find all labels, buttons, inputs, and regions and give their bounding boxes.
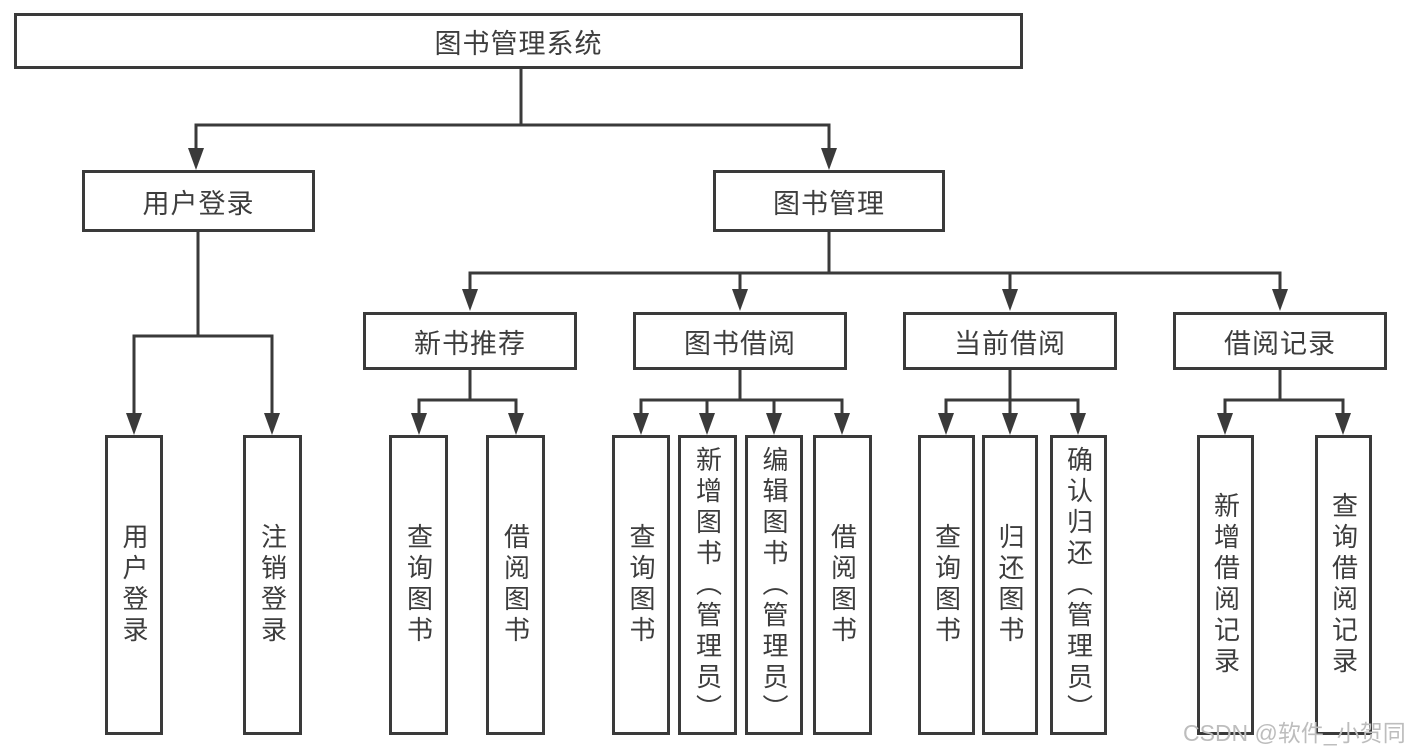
connector-new-book-to-leaves bbox=[417, 370, 518, 415]
arrowhead bbox=[126, 413, 142, 435]
arrowhead bbox=[462, 289, 478, 311]
arrowhead bbox=[1002, 289, 1018, 311]
connector-book-mgmt-to-level3 bbox=[468, 232, 1282, 291]
leaf-query-books-current: 查询图书 bbox=[918, 435, 975, 735]
arrowhead bbox=[1217, 413, 1233, 435]
arrowhead bbox=[633, 413, 649, 435]
arrowhead bbox=[411, 413, 427, 435]
node-book-management-branch: 图书管理 bbox=[713, 170, 945, 232]
leaf-borrow-books: 借阅图书 bbox=[813, 435, 872, 735]
leaf-user-login: 用户登录 bbox=[105, 435, 163, 735]
arrowhead bbox=[508, 413, 524, 435]
connector-borrow-records-to-leaves bbox=[1223, 370, 1345, 415]
leaf-add-borrow-record: 新增借阅记录 bbox=[1197, 435, 1254, 735]
node-new-book-recommend: 新书推荐 bbox=[363, 312, 577, 370]
leaf-logout: 注销登录 bbox=[243, 435, 302, 735]
leaf-confirm-return-admin: 确认归还（管理员） bbox=[1050, 435, 1107, 735]
arrowhead bbox=[1002, 413, 1018, 435]
node-borrow-records: 借阅记录 bbox=[1173, 312, 1387, 370]
leaf-query-borrow-record: 查询借阅记录 bbox=[1315, 435, 1372, 735]
node-book-borrow: 图书借阅 bbox=[633, 312, 847, 370]
arrowhead bbox=[834, 413, 850, 435]
leaf-borrow-books-recommend: 借阅图书 bbox=[486, 435, 545, 735]
leaf-add-books-admin: 新增图书（管理员） bbox=[678, 435, 737, 735]
node-user-login-branch: 用户登录 bbox=[82, 170, 315, 232]
arrowhead bbox=[732, 289, 748, 311]
arrowhead bbox=[1070, 413, 1086, 435]
arrowhead bbox=[1272, 289, 1288, 311]
arrowhead bbox=[1335, 413, 1351, 435]
csdn-watermark: CSDN @软件_小贺同学 bbox=[1183, 720, 1405, 746]
arrowhead bbox=[938, 413, 954, 435]
node-library-management-system: 图书管理系统 bbox=[14, 13, 1023, 69]
leaf-query-books-recommend: 查询图书 bbox=[389, 435, 448, 735]
arrowhead bbox=[766, 413, 782, 435]
leaf-return-books: 归还图书 bbox=[982, 435, 1038, 735]
arrowhead bbox=[188, 148, 204, 170]
leaf-query-books-borrow: 查询图书 bbox=[612, 435, 670, 735]
connector-root-to-level2 bbox=[194, 69, 831, 150]
arrowhead bbox=[821, 148, 837, 170]
arrowhead bbox=[699, 413, 715, 435]
connector-user-login-to-leaves bbox=[132, 232, 274, 415]
connector-book-borrow-to-leaves bbox=[639, 370, 844, 415]
leaf-edit-books-admin: 编辑图书（管理员） bbox=[745, 435, 803, 735]
arrowhead bbox=[264, 413, 280, 435]
node-current-borrow: 当前借阅 bbox=[903, 312, 1117, 370]
connector-current-borrow-to-leaves bbox=[944, 370, 1080, 415]
